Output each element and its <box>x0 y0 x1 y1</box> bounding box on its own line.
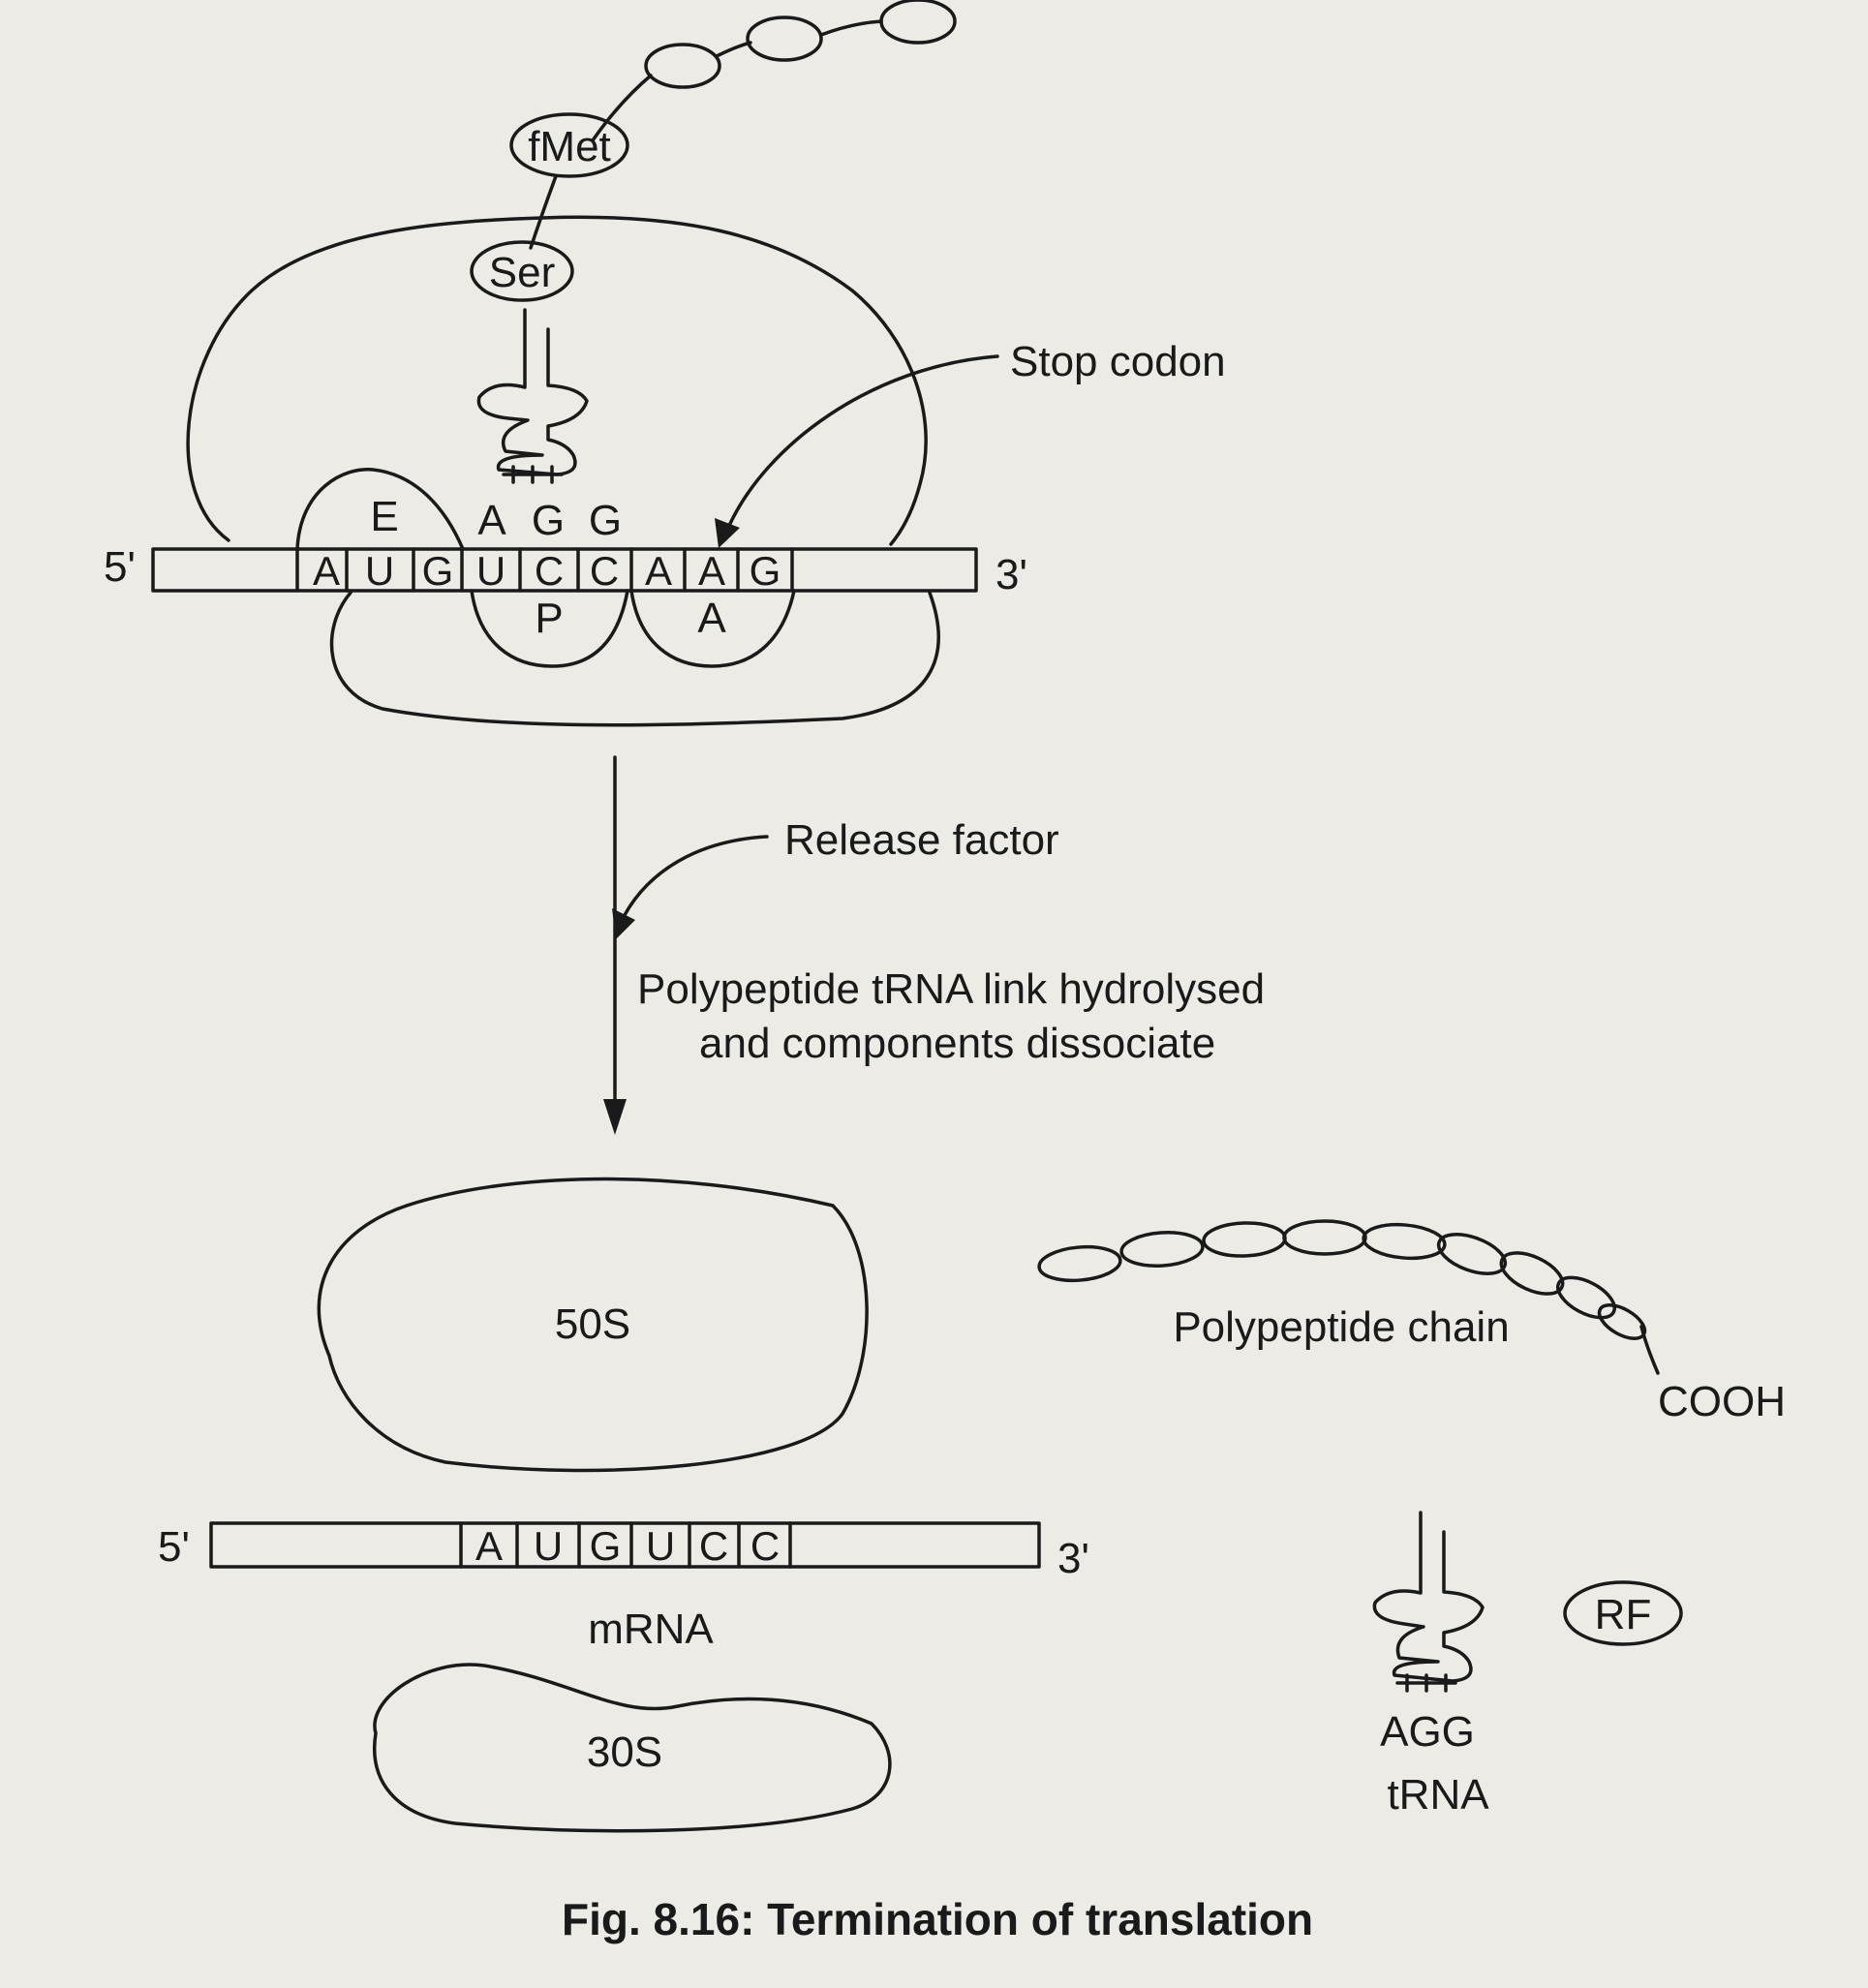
mrna-label: mRNA <box>588 1606 714 1653</box>
svg-text:C: C <box>699 1523 728 1569</box>
mrna-strand-bottom: 5' 3' <box>158 1521 1089 1582</box>
svg-text:U: U <box>365 548 394 594</box>
svg-text:C: C <box>750 1523 780 1569</box>
trna-label: tRNA <box>1387 1771 1489 1819</box>
svg-text:U: U <box>646 1523 675 1569</box>
svg-text:A: A <box>475 1523 503 1569</box>
release-factor-label: Release factor <box>784 816 1059 864</box>
process-description: Polypeptide tRNA link hydrolysed and com… <box>637 965 1265 1067</box>
ser-residue: Ser <box>470 240 574 302</box>
mrna-codons-bottom: A U G U C C <box>475 1523 780 1569</box>
svg-text:A: A <box>313 548 340 594</box>
site-p-label: P <box>535 595 563 642</box>
svg-text:Polypeptide tRNA link hydrolys: Polypeptide tRNA link hydrolysed <box>637 965 1265 1013</box>
svg-text:RF: RF <box>1595 1591 1652 1638</box>
cooh-label: COOH <box>1658 1378 1786 1425</box>
site-e-label: E <box>370 493 398 540</box>
svg-text:G: G <box>422 548 454 594</box>
release-factor-callout: Release factor <box>612 816 1059 939</box>
svg-text:C: C <box>535 548 564 594</box>
polypeptide-label: Polypeptide chain <box>1173 1303 1509 1351</box>
site-a-label: A <box>697 595 726 642</box>
trna-in-p-site <box>476 308 589 484</box>
svg-text:G: G <box>590 1523 622 1569</box>
three-prime-top: 3' <box>995 551 1027 598</box>
stop-codon-label: Stop codon <box>1010 338 1226 385</box>
svg-text:U: U <box>476 548 505 594</box>
process-arrow <box>603 755 627 1135</box>
polypeptide-chain: Polypeptide chain COOH <box>1037 1219 1786 1425</box>
large-subunit-top <box>186 215 928 546</box>
svg-text:50S: 50S <box>555 1300 630 1348</box>
svg-text:30S: 30S <box>587 1728 662 1776</box>
large-subunit-50s: 50S <box>317 1177 869 1473</box>
svg-text:C: C <box>590 548 619 594</box>
five-prime-top: 5' <box>104 543 136 591</box>
trna-anticodon-label: AGG <box>1380 1708 1475 1756</box>
figure-caption: Fig. 8.16: Termination of translation <box>562 1894 1313 1944</box>
five-prime-bottom: 5' <box>158 1523 190 1571</box>
small-subunit-30s: 30S <box>373 1663 892 1833</box>
ribosome-sites: E P A <box>295 468 796 668</box>
anticodon: A G G <box>477 497 622 544</box>
mrna-codons-top: A U G U C C A A G <box>313 548 781 594</box>
release-factor-rf: RF <box>1563 1580 1683 1646</box>
svg-text:A: A <box>477 497 506 544</box>
small-subunit-top <box>329 591 940 727</box>
svg-text:A: A <box>645 548 672 594</box>
fmet-residue: fMet <box>509 112 629 178</box>
peptide-chain-top <box>529 0 957 250</box>
released-trna: AGG tRNA <box>1372 1511 1489 1819</box>
stop-codon-callout: Stop codon <box>715 338 1226 548</box>
svg-text:fMet: fMet <box>528 123 611 170</box>
three-prime-bottom: 3' <box>1057 1535 1089 1582</box>
svg-text:G: G <box>750 548 781 594</box>
mrna-strand-top: 5' 3' <box>104 543 1027 598</box>
svg-text:Ser: Ser <box>489 249 555 296</box>
svg-text:A: A <box>698 548 725 594</box>
svg-text:U: U <box>534 1523 563 1569</box>
svg-text:G: G <box>532 497 565 544</box>
svg-text:G: G <box>589 497 622 544</box>
svg-text:and components dissociate: and components dissociate <box>699 1020 1215 1067</box>
